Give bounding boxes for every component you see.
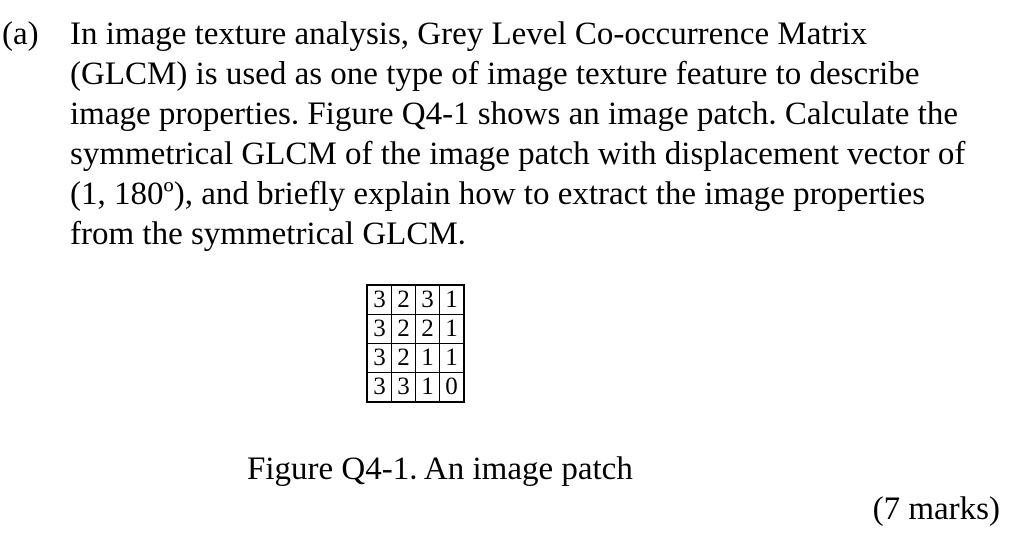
table-cell: 1: [439, 284, 465, 315]
figure-caption: Figure Q4-1. An image patch: [247, 451, 633, 487]
table-cell: 1: [439, 314, 465, 344]
table-cell: 3: [366, 343, 392, 373]
question-line: (1, 180º), and briefly explain how to ex…: [70, 176, 926, 212]
table-row: 3 2 2 1: [366, 314, 465, 344]
table-cell: 1: [415, 372, 440, 403]
table-cell: 3: [366, 284, 392, 315]
table-cell: 2: [391, 343, 416, 373]
question-line: In image texture analysis, Grey Level Co…: [70, 16, 868, 52]
table-cell: 2: [415, 314, 440, 344]
table-row: 3 2 1 1: [366, 343, 465, 373]
table-cell: 2: [391, 314, 416, 344]
question-line: from the symmetrical GLCM.: [70, 216, 466, 252]
question-line: (GLCM) is used as one type of image text…: [70, 56, 920, 92]
marks-label: (7 marks): [872, 491, 1000, 527]
table-cell: 2: [391, 284, 416, 315]
table-cell: 3: [366, 314, 392, 344]
table-cell: 0: [439, 372, 465, 403]
question-line: image properties. Figure Q4-1 shows an i…: [70, 96, 958, 132]
table-cell: 3: [391, 372, 416, 403]
table-cell: 3: [366, 372, 392, 403]
table-cell: 1: [415, 343, 440, 373]
question-label: (a): [2, 16, 39, 52]
table-cell: 1: [439, 343, 465, 373]
question-line: symmetrical GLCM of the image patch with…: [70, 136, 966, 172]
table-row: 3 2 3 1: [366, 284, 465, 315]
image-patch-table: 3 2 3 1 3 2 2 1 3 2 1 1 3 3 1 0: [366, 284, 465, 403]
question-text: In image texture analysis, Grey Level Co…: [70, 14, 1015, 254]
table-row: 3 3 1 0: [366, 372, 465, 403]
table-cell: 3: [415, 284, 440, 315]
